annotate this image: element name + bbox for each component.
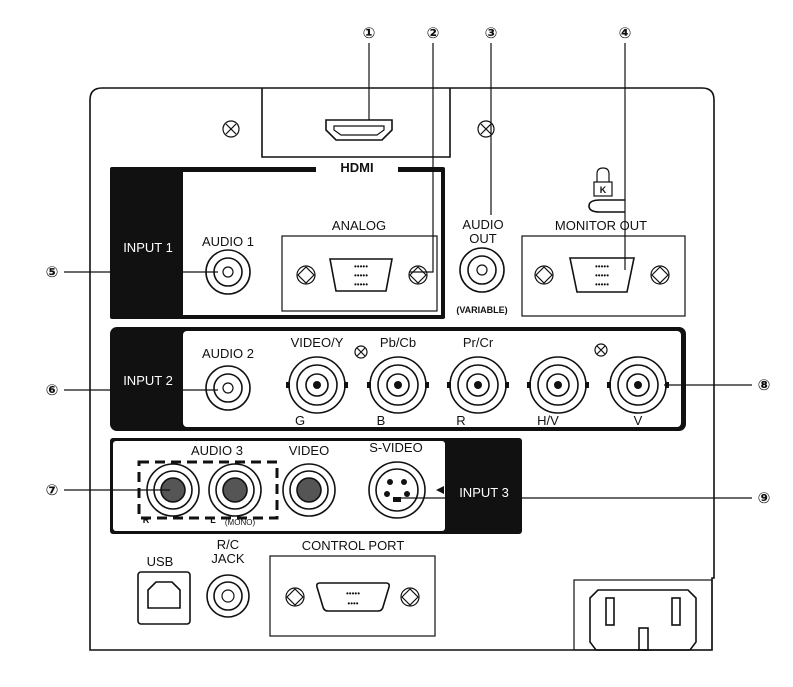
input3-label: INPUT 3	[459, 485, 509, 500]
callout-7: ⑦	[46, 481, 59, 499]
audio3-l-label: L	[210, 515, 216, 525]
monitor-out-frame	[521, 235, 686, 317]
rc-jack-label-2: JACK	[211, 551, 245, 566]
svg-text:•••••: •••••	[354, 280, 368, 289]
callout-line-2	[410, 43, 434, 273]
pr-cr-label: Pr/Cr	[463, 335, 494, 350]
control-port-label: CONTROL PORT	[302, 538, 405, 553]
audio1-label: AUDIO 1	[202, 234, 254, 249]
s-video-arrow	[436, 486, 444, 494]
hdmi-area-outline	[261, 88, 451, 158]
svg-text:K: K	[600, 185, 607, 195]
audio-out-jack	[459, 247, 505, 293]
callout-1: ①	[363, 24, 376, 42]
callout-6: ⑥	[46, 381, 59, 399]
audio-out-label-2: OUT	[469, 231, 497, 246]
input1-label: INPUT 1	[123, 240, 173, 255]
audio-out-label-1: AUDIO	[462, 217, 503, 232]
svg-text:•••••: •••••	[595, 262, 609, 271]
mono-label: (MONO)	[225, 518, 256, 527]
variable-label: (VARIABLE)	[456, 305, 507, 315]
svg-text:••••: ••••	[347, 599, 358, 608]
input2-label: INPUT 2	[123, 373, 173, 388]
bnc-connector-b	[367, 356, 429, 414]
audio3-label: AUDIO 3	[191, 443, 243, 458]
usb-port	[137, 571, 191, 625]
svg-text:•••••: •••••	[595, 271, 609, 280]
v-label: V	[634, 413, 643, 428]
svg-text:•••••: •••••	[354, 262, 368, 271]
callout-9: ⑨	[758, 489, 771, 507]
rc-jack-label-1: R/C	[217, 537, 239, 552]
video-label: VIDEO	[289, 443, 329, 458]
usb-label: USB	[147, 554, 174, 569]
callout-3: ③	[485, 24, 498, 42]
analog-vga-port: ••••• ••••• •••••	[296, 258, 428, 292]
rca-jack-audio3-l	[208, 463, 262, 517]
b-label: B	[377, 413, 386, 428]
callout-5: ⑤	[46, 263, 59, 281]
lock-slot	[588, 199, 625, 213]
power-inlet	[573, 579, 713, 651]
monitor-out-vga-port: ••••• ••••• •••••	[534, 257, 670, 293]
bnc-connector-hv	[527, 356, 589, 414]
svg-text:•••••: •••••	[595, 280, 609, 289]
hv-label: H/V	[537, 413, 559, 428]
control-port-connector: ••••• ••••	[285, 582, 420, 612]
panel-outline	[89, 87, 715, 651]
hdmi-label: HDMI	[340, 160, 373, 175]
callout-2: ②	[427, 24, 440, 42]
bnc-connector-r	[447, 356, 509, 414]
audio2-label: AUDIO 2	[202, 346, 254, 361]
callout-4: ④	[619, 24, 632, 42]
hdmi-port	[325, 119, 393, 141]
monitor-out-label: MONITOR OUT	[555, 218, 647, 233]
screw-icon	[354, 345, 368, 359]
screw-icon	[594, 343, 608, 357]
rc-jack-port	[206, 574, 250, 618]
kensington-lock-icon: K	[593, 167, 613, 197]
callout-8: ⑧	[758, 376, 771, 394]
rca-jack-audio3-r	[146, 463, 200, 517]
g-label: G	[295, 413, 305, 428]
input2-panel	[183, 331, 681, 427]
s-video-label: S-VIDEO	[369, 440, 422, 455]
audio3-r-label: R	[143, 515, 150, 525]
rca-jack-video	[282, 463, 336, 517]
audio2-jack	[205, 365, 251, 411]
input1-panel	[183, 172, 441, 315]
s-video-port	[368, 461, 426, 519]
analog-port-frame	[281, 235, 438, 312]
screw-icon	[222, 120, 240, 138]
pb-cb-label: Pb/Cb	[380, 335, 416, 350]
video-y-label: VIDEO/Y	[291, 335, 344, 350]
svg-text:•••••: •••••	[346, 589, 360, 598]
r-label: R	[456, 413, 465, 428]
screw-icon	[477, 120, 495, 138]
bnc-connector-g	[286, 356, 348, 414]
control-port-frame	[269, 555, 436, 637]
svg-text:•••••: •••••	[354, 271, 368, 280]
analog-label: ANALOG	[332, 218, 386, 233]
